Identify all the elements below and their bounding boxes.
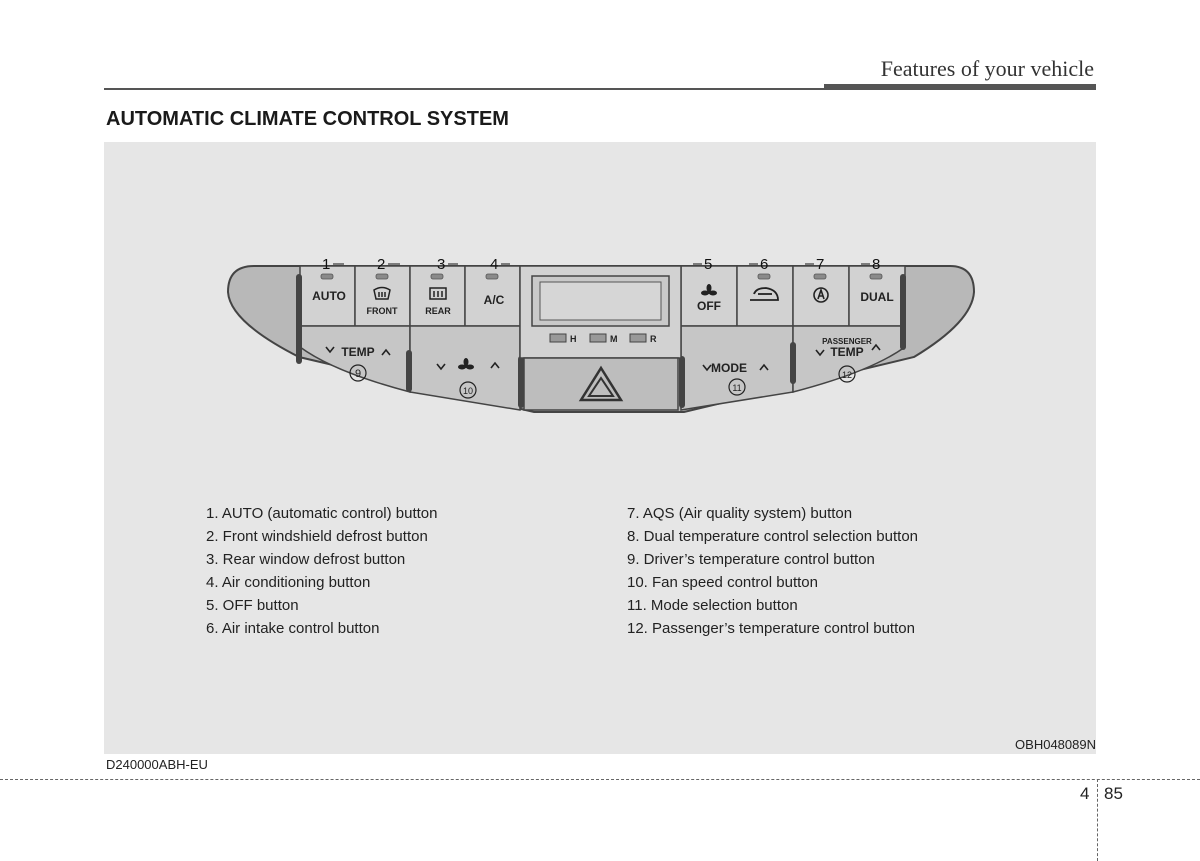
- callout-2: 2: [377, 256, 385, 273]
- legend-item: 11. Mode selection button: [627, 597, 798, 614]
- header-rule-accent: [824, 84, 1096, 90]
- legend-item: 6. Air intake control button: [206, 620, 380, 637]
- callout-8: 8: [872, 256, 880, 273]
- callout-12: 12: [842, 370, 852, 380]
- legend-right: 7. AQS (Air quality system) button 8. Du…: [627, 502, 918, 640]
- passenger-label: PASSENGER: [822, 337, 872, 346]
- legend-item: 3. Rear window defrost button: [206, 551, 406, 568]
- figure-code: OBH048089N: [1015, 737, 1096, 752]
- indicator-m: M: [610, 334, 618, 344]
- callout-9: 9: [355, 368, 361, 380]
- legend-left: 1. AUTO (automatic control) button 2. Fr…: [206, 502, 438, 640]
- climate-panel-illustration: H M R 1 2 3 4 5 6 7 8 AUTO FRONT RE: [226, 256, 976, 413]
- front-button-label: FRONT: [367, 306, 398, 316]
- section-title: AUTOMATIC CLIMATE CONTROL SYSTEM: [106, 108, 509, 130]
- page-section-number: 4: [1080, 784, 1090, 803]
- callout-6: 6: [760, 256, 768, 273]
- fan-icon: [701, 284, 717, 296]
- ac-button-label: A/C: [484, 293, 505, 307]
- footer-dashed-rule: [0, 779, 1200, 780]
- fan-speed-icon: [458, 358, 474, 370]
- header-rule: [104, 88, 1096, 90]
- callout-5: 5: [704, 256, 712, 273]
- front-defrost-icon: [373, 286, 391, 300]
- legend-item: 10. Fan speed control button: [627, 574, 818, 591]
- legend-item: 5. OFF button: [206, 597, 299, 614]
- auto-button-label: AUTO: [312, 289, 346, 303]
- legend-item: 7. AQS (Air quality system) button: [627, 505, 853, 522]
- off-button-label: OFF: [697, 299, 721, 313]
- temp-label: TEMP: [341, 345, 374, 359]
- passenger-temp-label: TEMP: [830, 345, 863, 359]
- indicator-r: R: [650, 334, 657, 344]
- legend-item: 2. Front windshield defrost button: [206, 528, 428, 545]
- callout-10: 10: [463, 386, 473, 396]
- legend-item: 1. AUTO (automatic control) button: [206, 505, 438, 522]
- mode-label: MODE: [711, 361, 747, 375]
- callout-7: 7: [816, 256, 824, 273]
- callout-1: 1: [322, 256, 330, 273]
- rear-defrost-icon: [429, 287, 447, 300]
- callout-4: 4: [490, 256, 498, 273]
- aqs-icon: [813, 287, 829, 303]
- rear-button-label: REAR: [425, 306, 451, 316]
- footer-dashed-divider: [1097, 779, 1098, 861]
- document-code: D240000ABH-EU: [106, 757, 208, 772]
- air-intake-icon: [750, 287, 779, 301]
- legend-item: 8. Dual temperature control selection bu…: [627, 528, 918, 545]
- legend-item: 9. Driver’s temperature control button: [627, 551, 875, 568]
- legend-item: 12. Passenger’s temperature control butt…: [627, 620, 915, 637]
- page-number: 85: [1104, 784, 1123, 803]
- indicator-h: H: [570, 334, 577, 344]
- legend-item: 4. Air conditioning button: [206, 574, 371, 591]
- figure-box: [104, 142, 1096, 754]
- header-title: Features of your vehicle: [880, 56, 1094, 81]
- hazard-icon: [578, 365, 624, 402]
- callout-3: 3: [437, 256, 445, 273]
- dual-button-label: DUAL: [860, 290, 893, 304]
- callout-11: 11: [732, 383, 741, 393]
